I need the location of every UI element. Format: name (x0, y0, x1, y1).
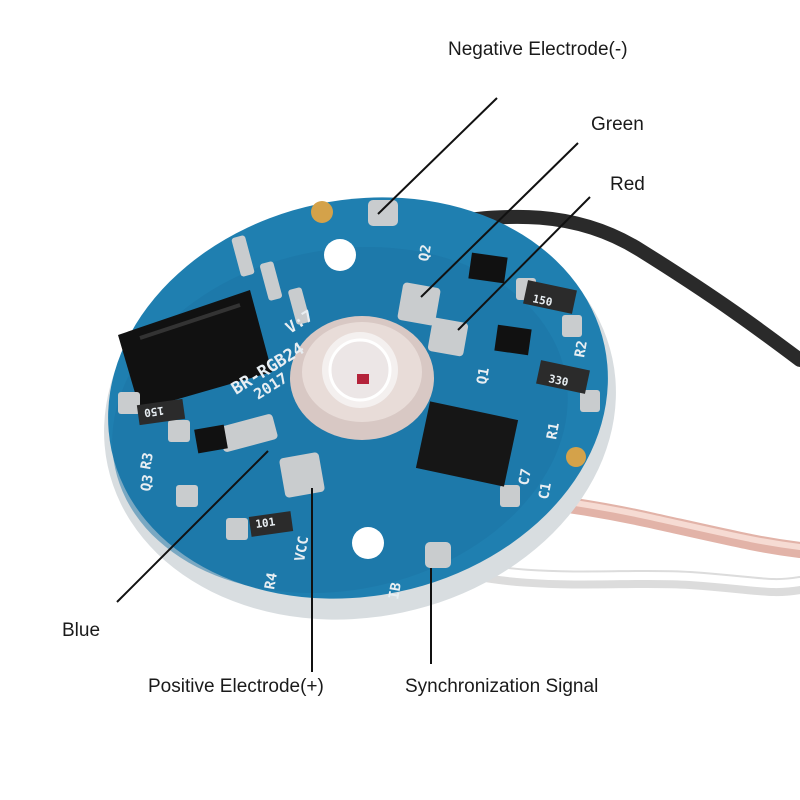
silk-res-150a: 150 (531, 292, 553, 309)
components (136, 252, 590, 537)
leader-blue (116, 450, 269, 603)
silk-q2: Q2 (416, 243, 435, 262)
mount-hole-bottom (352, 527, 384, 559)
leader-lines (116, 97, 591, 672)
silk-r2: R2 (572, 339, 591, 358)
silk-r1: R1 (544, 421, 563, 440)
silk-q3: Q3 (138, 473, 157, 492)
ir-receiver-highlight (139, 303, 241, 340)
gold-pad-top (311, 201, 333, 223)
silk-ib: IB (386, 581, 405, 600)
leader-green (420, 142, 579, 298)
silk-c1: C1 (536, 481, 555, 500)
label-blue: Blue (62, 620, 101, 641)
silk-res-330: 330 (547, 372, 569, 389)
label-positive-electrode: Positive Electrode(+) (148, 676, 324, 697)
label-green: Green (591, 114, 644, 135)
gold-pad-right (566, 447, 586, 467)
leader-negative (377, 97, 498, 215)
silk-res-150b: 150 (143, 404, 164, 420)
silk-r3: R3 (138, 451, 157, 470)
label-negative-electrode: Negative Electrode(-) (448, 39, 628, 60)
leader-red (457, 196, 591, 331)
ir-receiver (118, 290, 272, 410)
silk-vcc: VCC (292, 535, 312, 563)
label-red: Red (610, 174, 645, 195)
silk-c7: C7 (516, 467, 535, 486)
silk-q1: Q1 (474, 366, 493, 385)
silk-r4: R4 (262, 571, 281, 590)
silk-res-101: 101 (255, 515, 277, 531)
label-sync-signal: Synchronization Signal (405, 676, 599, 697)
mount-hole-top (324, 239, 356, 271)
solder-pads (118, 200, 600, 568)
rgb-led (290, 316, 434, 440)
